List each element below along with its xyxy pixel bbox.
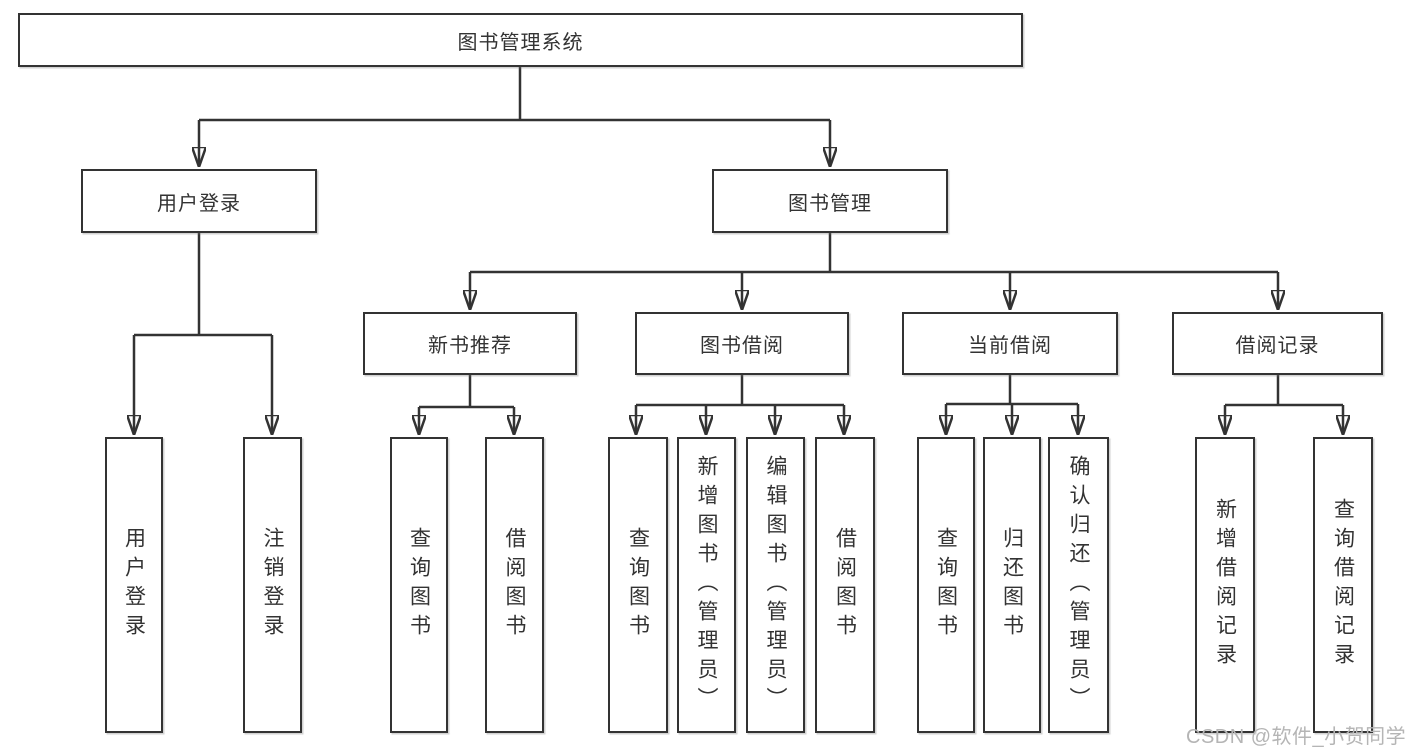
leaf-label: 用户登录 xyxy=(122,527,146,643)
connector-book-borrow-children xyxy=(636,375,844,433)
leaf-label: 查询图书 xyxy=(934,527,958,643)
root-box-library-system: 图书管理系统 xyxy=(18,13,1023,67)
branch-box-book-management: 图书管理 xyxy=(712,169,948,233)
branch-label: 图书管理 xyxy=(788,192,872,215)
leaf-box-add-book-admin: 新增图书（管理员） xyxy=(677,437,736,733)
connector-new-book-children xyxy=(419,375,514,433)
leaf-label: 查询图书 xyxy=(626,527,650,643)
leaf-label: 新增图书（管理员） xyxy=(695,454,718,716)
branch-label: 当前借阅 xyxy=(968,335,1052,357)
branch-label: 新书推荐 xyxy=(428,335,512,357)
leaf-box-query-borrow-record: 查询借阅记录 xyxy=(1313,437,1373,733)
branch-box-book-borrow: 图书借阅 xyxy=(635,312,849,375)
leaf-box-query-books-borrow: 查询图书 xyxy=(608,437,668,733)
leaf-label: 编辑图书（管理员） xyxy=(764,454,787,716)
leaf-label: 归还图书 xyxy=(1000,527,1024,643)
leaf-box-add-borrow-record: 新增借阅记录 xyxy=(1195,437,1255,733)
connector-book-mgmt-children xyxy=(470,233,1278,308)
leaf-box-logout: 注销登录 xyxy=(243,437,302,733)
connector-root-to-level2 xyxy=(199,67,830,165)
leaf-box-query-books-recommend: 查询图书 xyxy=(390,437,448,733)
branch-box-current-borrow: 当前借阅 xyxy=(902,312,1118,375)
leaf-box-edit-book-admin: 编辑图书（管理员） xyxy=(746,437,805,733)
leaf-box-user-login: 用户登录 xyxy=(105,437,163,733)
connector-user-login-children xyxy=(134,233,272,433)
leaf-label: 借阅图书 xyxy=(833,527,857,643)
leaf-box-borrow-books: 借阅图书 xyxy=(815,437,875,733)
branch-box-new-book-recommend: 新书推荐 xyxy=(363,312,577,375)
csdn-watermark: CSDN @软件_小贺同学 xyxy=(1186,726,1405,747)
leaf-label: 注销登录 xyxy=(261,527,284,643)
leaf-label: 确认归还（管理员） xyxy=(1067,454,1090,716)
leaf-label: 借阅图书 xyxy=(503,527,526,643)
connector-current-borrow-children xyxy=(946,375,1078,433)
leaf-box-borrow-books-recommend: 借阅图书 xyxy=(485,437,544,733)
branch-label: 借阅记录 xyxy=(1235,335,1320,357)
leaf-box-return-books: 归还图书 xyxy=(983,437,1041,733)
branch-label: 用户登录 xyxy=(157,192,241,215)
root-label: 图书管理系统 xyxy=(457,31,584,54)
leaf-label: 查询借阅记录 xyxy=(1331,498,1355,672)
leaf-box-confirm-return-admin: 确认归还（管理员） xyxy=(1048,437,1109,733)
branch-box-borrow-record: 借阅记录 xyxy=(1172,312,1383,375)
connector-borrow-record-children xyxy=(1225,375,1343,433)
leaf-label: 新增借阅记录 xyxy=(1213,498,1237,672)
branch-box-user-login: 用户登录 xyxy=(81,169,317,233)
leaf-box-query-books-current: 查询图书 xyxy=(917,437,975,733)
branch-label: 图书借阅 xyxy=(700,335,784,357)
leaf-label: 查询图书 xyxy=(407,527,431,643)
